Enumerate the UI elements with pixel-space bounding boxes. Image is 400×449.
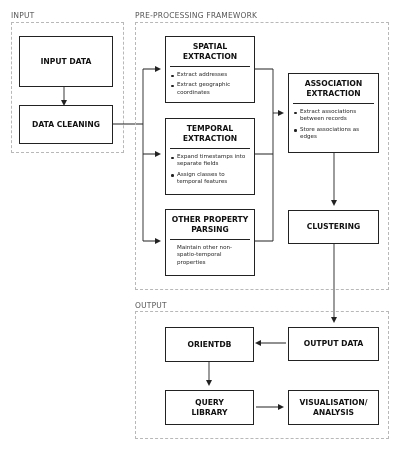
temporal-extraction-title: TEMPORAL EXTRACTION (166, 124, 254, 144)
visualisation-title: VISUALISATION/ ANALYSIS (289, 398, 378, 418)
section-label-output: OUTPUT (135, 301, 167, 310)
output-data-node: OUTPUT DATA (288, 327, 379, 361)
spatial-extraction-title: SPATIAL EXTRACTION (166, 42, 254, 62)
temporal-divider (170, 148, 250, 149)
association-extraction-node: ASSOCIATION EXTRACTION Extract associati… (288, 73, 379, 153)
spatial-extraction-node: SPATIAL EXTRACTION Extract addresses Ext… (165, 36, 255, 103)
visualisation-title-line-2: ANALYSIS (312, 407, 355, 417)
query-library-title: QUERY LIBRARY (166, 398, 253, 418)
visualisation-analysis-node: VISUALISATION/ ANALYSIS (288, 390, 379, 425)
data-cleaning-node: DATA CLEANING (19, 105, 113, 144)
other-divider (170, 239, 250, 240)
spatial-divider (170, 66, 250, 67)
spatial-title-line-2: EXTRACTION (182, 52, 238, 61)
temporal-title-line-2: EXTRACTION (182, 134, 238, 143)
association-extraction-title: ASSOCIATION EXTRACTION (289, 79, 378, 99)
output-data-title: OUTPUT DATA (303, 339, 364, 348)
section-label-input: INPUT (11, 11, 35, 20)
spatial-title-line-1: SPATIAL (192, 42, 228, 51)
association-title-line-2: EXTRACTION (306, 89, 361, 98)
association-divider (293, 103, 374, 104)
data-cleaning-title: DATA CLEANING (32, 119, 100, 129)
query-title-line-2: LIBRARY (191, 407, 228, 417)
association-items: Extract associations between records Sto… (289, 109, 378, 142)
clustering-node: CLUSTERING (288, 210, 379, 244)
section-label-preprocessing: PRE-PROCESSING FRAMEWORK (135, 11, 258, 20)
temporal-title-line-1: TEMPORAL (186, 124, 234, 133)
temporal-extraction-node: TEMPORAL EXTRACTION Expand timestamps in… (165, 118, 255, 195)
preprocessing-section (135, 22, 389, 290)
input-section (11, 22, 124, 153)
association-item: Extract associations between records (294, 109, 374, 124)
spatial-item: Extract addresses (171, 72, 250, 79)
input-data-title: INPUT DATA (40, 56, 92, 66)
association-title-line-1: ASSOCIATION (304, 79, 363, 88)
query-title-line-1: QUERY (195, 397, 224, 407)
query-library-node: QUERY LIBRARY (165, 390, 254, 425)
orientdb-title: ORIENTDB (187, 339, 232, 349)
association-item: Store associations as edges (294, 127, 374, 142)
other-title-line-2: PARSING (191, 225, 229, 234)
other-property-text: Maintain other non-spatio-temporal prope… (177, 245, 233, 266)
clustering-title: CLUSTERING (306, 222, 361, 231)
other-property-title: OTHER PROPERTY PARSING (166, 215, 254, 235)
other-title-line-1: OTHER PROPERTY (171, 215, 249, 224)
spatial-item: Extract geographic coordinates (171, 82, 250, 97)
spatial-items: Extract addresses Extract geographic coo… (166, 72, 254, 97)
temporal-item: Expand timestamps into separate fields (171, 154, 250, 169)
input-data-node: INPUT DATA (19, 36, 113, 87)
orientdb-node: ORIENTDB (165, 327, 254, 362)
temporal-item: Assign classes to temporal features (171, 172, 250, 187)
other-property-parsing-node: OTHER PROPERTY PARSING Maintain other no… (165, 209, 255, 276)
visualisation-title-line-1: VISUALISATION/ (299, 397, 368, 407)
temporal-items: Expand timestamps into separate fields A… (166, 154, 254, 187)
output-section (135, 311, 389, 439)
